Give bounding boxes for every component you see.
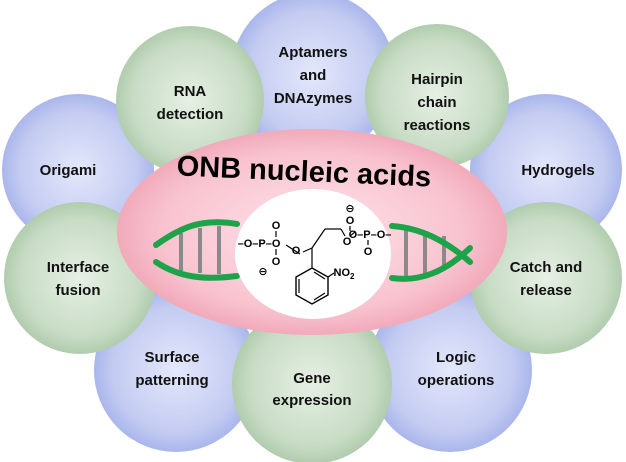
dna-strand [389,245,473,282]
topic-catch-release-line-2: release [520,282,572,299]
topic-rna-line-2: detection [157,106,224,123]
struct-left-charge: ⊖ [258,266,267,278]
bubble-aptamers: Aptamers and DNAzymes [231,0,395,156]
topic-gene-line-1: Gene [293,370,331,387]
struct-ring-o-right: O [343,236,352,248]
topic-hairpin-line-3: reactions [404,117,471,134]
dna-strand [153,259,240,281]
topic-hairpin-line-1: Hairpin [411,71,463,88]
struct-right-o-top: O [346,215,355,227]
topic-aptamers-line-2: and [300,67,327,84]
struct-ring-o-left: O [292,245,301,257]
onb-structure: O –O–P–O O ⊖ O O ⊖ O O–P–O– O NO2 [235,189,391,319]
struct-right-o-bottom: O [364,246,373,258]
structure-background [235,189,391,319]
bubble-gene: Gene expression [232,304,392,462]
bubble-rna: RNA detection [116,26,264,174]
struct-left-chain: –O–P–O [238,238,281,250]
struct-nitro: NO2 [334,267,356,281]
bubble-catch-release: Catch and release [470,202,622,354]
dna-helix-right [389,223,473,282]
topic-surface-line-1: Surface [144,349,199,366]
topic-interface-line-2: fusion [56,282,101,299]
topic-aptamers-line-3: DNAzymes [274,90,352,107]
topic-surface-line-2: patterning [135,372,208,389]
topic-origami-line-1: Origami [40,162,97,179]
topic-gene-line-2: expression [272,392,351,409]
topic-logic-line-2: operations [418,372,495,389]
topic-hairpin-line-2: chain [417,94,456,111]
struct-right-chain: O–P–O– [349,229,392,241]
struct-left-o-top: O [272,220,281,232]
topic-hydrogels-line-1: Hydrogels [521,162,594,179]
topic-logic-line-1: Logic [436,349,476,366]
struct-left-o-bottom: O [272,256,281,268]
topic-catch-release-line-1: Catch and [510,259,583,276]
dna-helix-left [153,219,240,281]
topic-rna-line-1: RNA [174,83,207,100]
topic-aptamers-line-1: Aptamers [278,44,347,61]
bubble-hydrogels: Hydrogels [470,94,622,246]
dna-strand [153,219,240,248]
bubble-origami: Origami [2,94,154,246]
struct-right-charge: ⊖ [345,203,354,215]
topic-interface-line-1: Interface [47,259,110,276]
bubble-hairpin: Hairpin chain reactions [365,24,509,168]
